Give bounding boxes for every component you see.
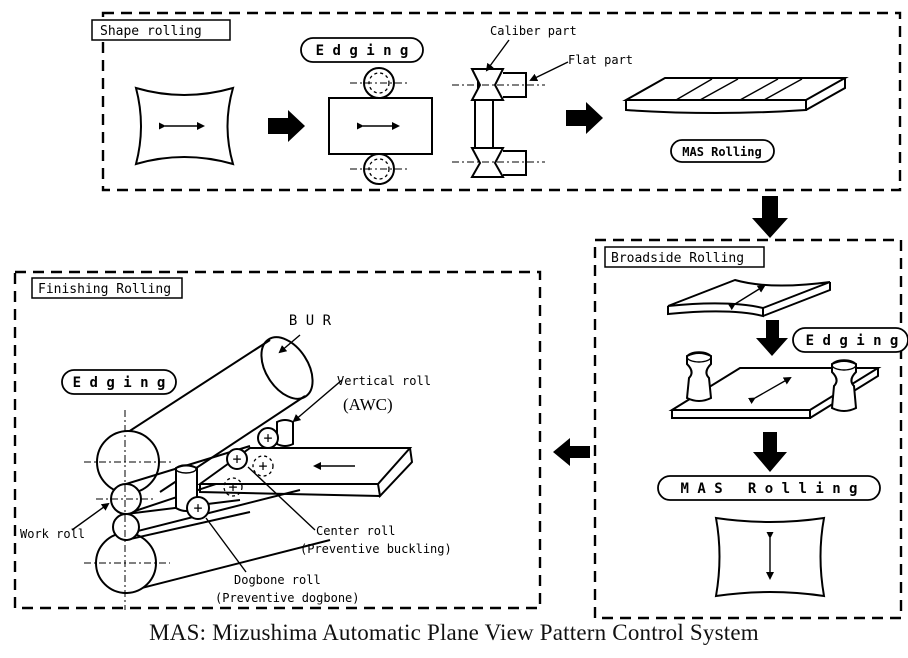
flow-arrow-icon xyxy=(268,110,305,142)
shape-rolling-panel: Shape rolling E d g i n g xyxy=(92,13,900,190)
edging-label: E d g i n g xyxy=(316,43,409,59)
broadside-mas-rolling-label: M A S R o l l i n g xyxy=(680,481,857,497)
awc-label: (AWC) xyxy=(343,395,393,414)
broadside-rolling-panel: Broadside Rolling E d g i n g M A S R o … xyxy=(595,240,908,618)
flow-arrow-icon xyxy=(756,320,788,356)
dogbone-roll-note: (Preventive dogbone) xyxy=(215,591,360,605)
caliber-pointer xyxy=(487,40,509,70)
flow-arrow-icon xyxy=(566,102,603,134)
slab-plan-view xyxy=(136,88,233,164)
svg-text:+: + xyxy=(228,478,237,496)
svg-text:+: + xyxy=(258,457,267,475)
vertical-roll-pointer xyxy=(294,380,342,421)
figure-caption: MAS: Mizushima Automatic Plane View Patt… xyxy=(0,620,908,646)
bur-label: B U R xyxy=(289,313,332,329)
svg-text:+: + xyxy=(263,429,272,447)
dogbone-roll-pointer xyxy=(206,518,246,572)
svg-text:+: + xyxy=(193,499,202,517)
broadside-rolling-title: Broadside Rolling xyxy=(611,251,744,266)
double-arrow-icon xyxy=(755,378,790,398)
mas-plate: MAS Rolling xyxy=(626,78,845,162)
work-roll-label: Work roll xyxy=(20,527,85,541)
flow-arrow-icon xyxy=(752,196,788,238)
broadside-edging-label: E d g i n g xyxy=(806,333,899,349)
work-roll-pointer xyxy=(72,504,108,530)
mas-rolling-label: MAS Rolling xyxy=(682,145,761,159)
dogbone-roll-label: Dogbone roll xyxy=(234,573,321,587)
flat-part-pointer xyxy=(531,62,568,80)
shape-rolling-title: Shape rolling xyxy=(100,24,202,39)
vertical-roll-label: Vertical roll xyxy=(337,374,431,388)
caliber-roll-stand: Caliber part Flat part xyxy=(452,24,633,177)
center-roll-label: Center roll xyxy=(316,524,395,538)
broadside-plate-top xyxy=(668,280,830,316)
broadside-plate-edging xyxy=(672,352,878,418)
caliber-part-label: Caliber part xyxy=(490,24,577,38)
flow-arrow-icon xyxy=(753,432,787,472)
edging-stage: E d g i n g xyxy=(301,38,432,184)
finishing-rolling-title: Finishing Rolling xyxy=(38,282,171,297)
finishing-edging-label: E d g i n g xyxy=(73,375,166,391)
center-roll-note: (Preventive buckling) xyxy=(300,542,452,556)
flow-arrow-icon xyxy=(553,438,590,466)
svg-text:+: + xyxy=(232,450,241,468)
flat-part-label: Flat part xyxy=(568,53,633,67)
double-arrow-icon xyxy=(735,286,764,304)
finishing-rolling-panel: Finishing Rolling xyxy=(15,272,540,610)
broadside-plan-view xyxy=(716,518,824,596)
dogbone-roll: + xyxy=(187,497,209,519)
